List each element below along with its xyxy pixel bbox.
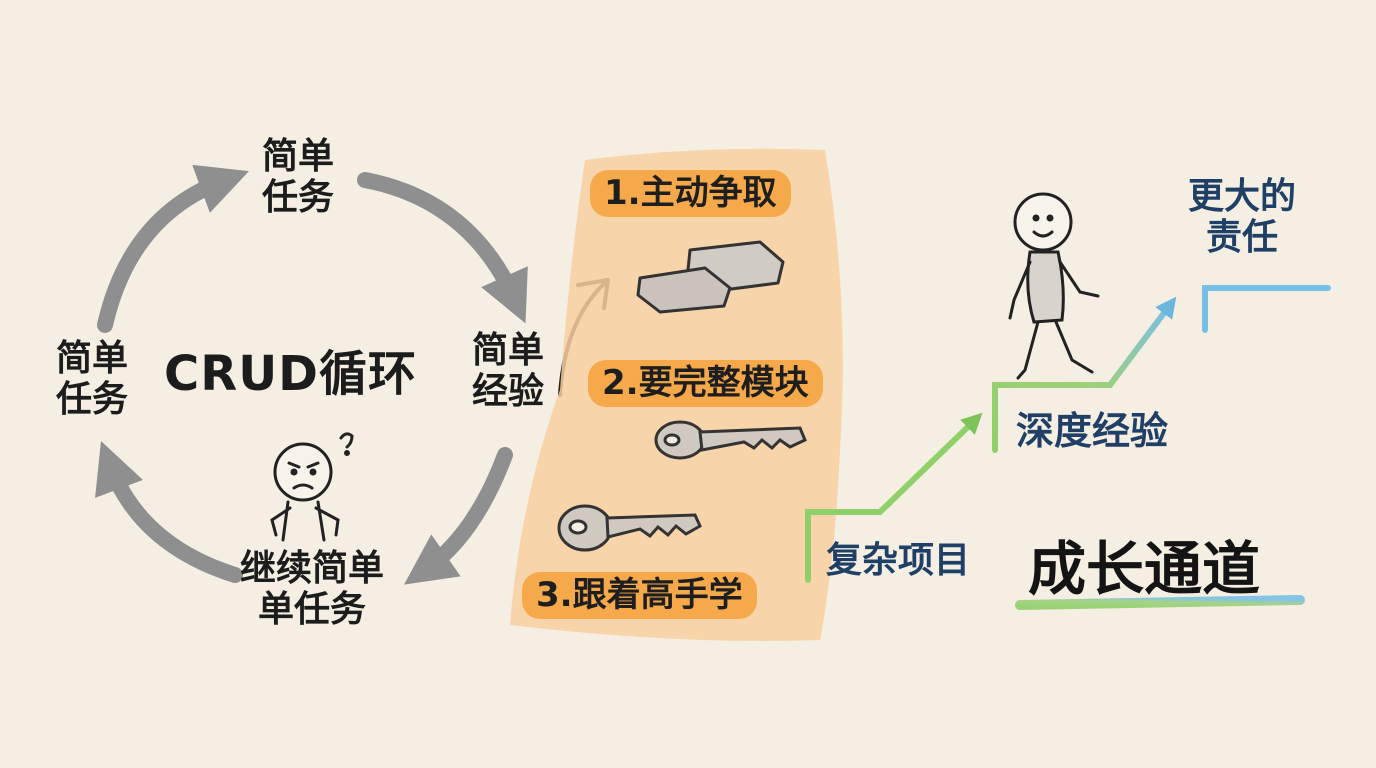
cycle-node-right-line-2: 经验 — [472, 371, 545, 413]
cycle-arrow-top-right — [357, 172, 528, 324]
cycle-node-left: 简单 任务 — [56, 338, 128, 421]
cycle-arrow-top-left — [97, 164, 250, 333]
growth-stage-2: 深度经验 — [1016, 409, 1169, 453]
growth-stage-3-line-1: 更大的 — [1188, 176, 1297, 217]
key-icon-1 — [654, 420, 807, 460]
growth-stage-1: 复杂项目 — [826, 540, 971, 581]
growth-stage-3-line-2: 责任 — [1206, 217, 1279, 259]
cycle-node-left-line-1: 简单 — [56, 338, 129, 379]
cycle-arrow-bottom-right — [404, 447, 513, 585]
cycle-node-bottom-line-1: 继续简单 — [240, 548, 385, 589]
cycle-node-right: 简单 经验 — [472, 330, 544, 413]
growth-title-underline — [1015, 595, 1305, 610]
step-1: 1.主动争取 — [590, 170, 791, 218]
cycle-node-bottom: 继续简单 单任务 — [240, 548, 384, 631]
cycle-node-top-line-1: 简单 — [262, 136, 335, 177]
cycle-arrow-bottom-left — [95, 441, 243, 583]
growth-staircase-mid — [992, 296, 1177, 453]
cycle-node-bottom-line-2: 单任务 — [258, 589, 367, 631]
step-3: 3.跟着高手学 — [522, 572, 757, 620]
cycle-node-top-line-2: 任务 — [262, 177, 335, 219]
key-icon-2 — [557, 504, 702, 552]
walking-person-icon — [1008, 192, 1100, 380]
annoyed-person-icon — [270, 432, 354, 542]
cycle-node-top: 简单 任务 — [262, 136, 334, 219]
growth-staircase — [805, 412, 983, 583]
growth-staircase-top — [1202, 285, 1331, 333]
cycle-node-right-line-1: 简单 — [472, 330, 545, 371]
cycle-node-left-line-2: 任务 — [56, 379, 129, 421]
bricks-icon — [636, 240, 785, 314]
step-2: 2.要完整模块 — [588, 360, 823, 408]
cycle-title: CRUD循环 — [164, 346, 418, 402]
growth-title: 成长通道 — [1028, 535, 1261, 603]
cycle-arrows — [95, 164, 528, 585]
growth-stage-3: 更大的 责任 — [1188, 176, 1296, 259]
